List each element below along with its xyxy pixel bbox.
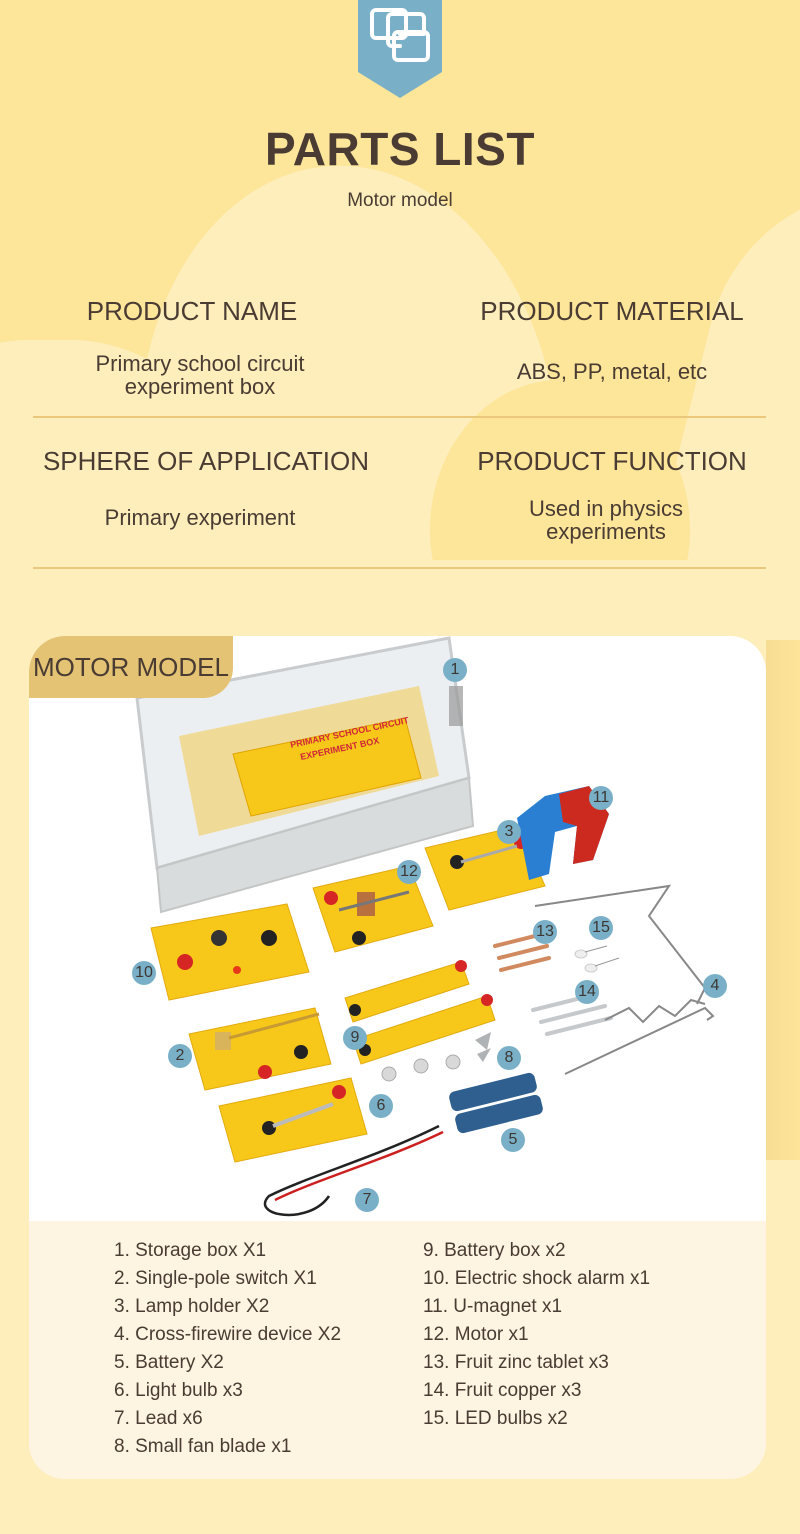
spec-label-product-name: PRODUCT NAME: [86, 296, 298, 326]
section-tab-motor-model: MOTOR MODEL: [29, 636, 233, 698]
list-item: 8. Small fan blade x1: [114, 1436, 292, 1457]
list-item: 10. Electric shock alarm x1: [423, 1268, 651, 1289]
list-item: 11. U-magnet x1: [423, 1296, 563, 1317]
list-item: 1. Storage box X1: [114, 1240, 267, 1261]
spec-label-product-function: PRODUCT FUNCTION: [477, 446, 747, 476]
callout-12: 12: [397, 860, 421, 884]
lamp-holder-icon: [424, 825, 546, 911]
list-item: 3. Lamp holder X2: [114, 1296, 270, 1317]
light-bulb-icon: [381, 1054, 461, 1082]
list-item: 9. Battery box x2: [423, 1240, 566, 1261]
fan-blade-icon: [475, 1032, 491, 1062]
cross-firewire-device-icon: [534, 884, 715, 1075]
header-badge: [358, 0, 442, 98]
list-item: 13. Fruit zinc tablet x3: [423, 1352, 609, 1373]
list-item: 7. Lead x6: [114, 1408, 203, 1429]
spec-value-product-function: Used in physics experiments: [528, 496, 684, 544]
list-item: 14. Fruit copper x3: [423, 1380, 582, 1401]
spec-value-product-name: Primary school circuit experiment box: [95, 351, 305, 399]
lamp-holder-icon: [218, 1077, 368, 1163]
battery-icon: [449, 1072, 543, 1134]
spec-value-sphere-of-application: Primary experiment: [104, 505, 296, 530]
page-subtitle: Motor model: [347, 190, 453, 211]
divider: [33, 416, 766, 418]
list-item: 12. Motor x1: [423, 1324, 529, 1345]
callout-6: 6: [369, 1094, 393, 1118]
callout-4: 4: [703, 974, 727, 998]
lead-wire-icon: [263, 1124, 444, 1217]
parts-illustration: PRIMARY SCHOOL CIRCUIT EXPERIMENT BOX: [135, 636, 715, 1217]
callout-14: 14: [575, 980, 599, 1004]
list-item: 6. Light bulb x3: [114, 1380, 243, 1401]
list-item: 2. Single-pole switch X1: [114, 1268, 317, 1289]
motor-icon: [312, 865, 434, 953]
storage-box-icon: PRIMARY SCHOOL CIRCUIT EXPERIMENT BOX: [135, 636, 475, 914]
divider: [33, 567, 766, 569]
page-title: PARTS LIST: [265, 123, 535, 175]
motor-model-card: PRIMARY SCHOOL CIRCUIT EXPERIMENT BOX: [29, 636, 766, 1479]
single-pole-switch-icon: [188, 1007, 332, 1091]
electric-shock-alarm-icon: [150, 903, 310, 1001]
spec-label-product-material: PRODUCT MATERIAL: [480, 296, 744, 326]
fruit-copper-icon: [531, 992, 613, 1036]
callout-5: 5: [501, 1128, 525, 1152]
callout-15: 15: [589, 916, 613, 940]
parts-list-right: 9. Battery box x2 10. Electric shock ala…: [423, 1237, 650, 1433]
parts-list: 1. Storage box X1 2. Single-pole switch …: [29, 1221, 766, 1479]
battery-box-icon: [344, 960, 496, 1065]
list-item: 4. Cross-firewire device X2: [114, 1324, 342, 1345]
callout-2: 2: [168, 1044, 192, 1068]
spec-label-sphere-of-application: SPHERE OF APPLICATION: [42, 446, 370, 476]
callout-7: 7: [355, 1188, 379, 1212]
led-bulb-icon: [574, 945, 620, 973]
callout-13: 13: [533, 920, 557, 944]
list-item: 15. LED bulbs x2: [423, 1408, 568, 1429]
callout-3: 3: [497, 820, 521, 844]
callout-10: 10: [132, 961, 156, 985]
spec-value-product-material: ABS, PP, metal, etc: [516, 359, 708, 384]
linked-squares-icon: [358, 0, 442, 98]
callout-1: 1: [443, 658, 467, 682]
parts-list-left: 1. Storage box X1 2. Single-pole switch …: [114, 1237, 341, 1461]
list-item: 5. Battery X2: [114, 1352, 224, 1373]
callout-9: 9: [343, 1026, 367, 1050]
callout-11: 11: [589, 786, 613, 810]
parts-photo: PRIMARY SCHOOL CIRCUIT EXPERIMENT BOX: [29, 636, 766, 1370]
callout-8: 8: [497, 1046, 521, 1070]
